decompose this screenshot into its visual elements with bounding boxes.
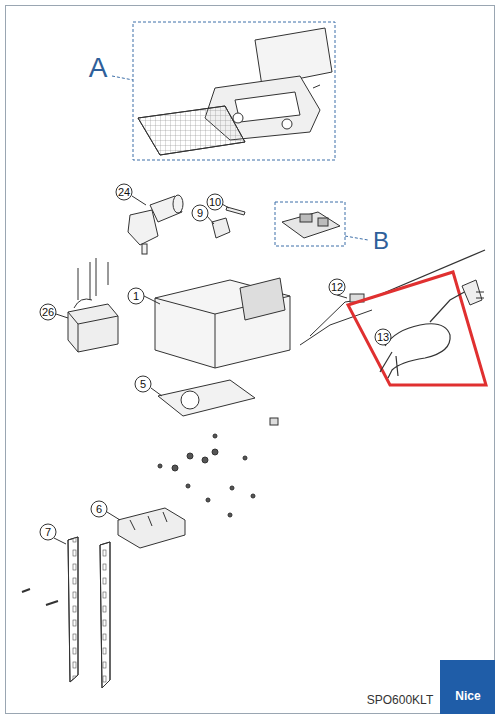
callout-circle <box>192 205 208 221</box>
callout-number: 12 <box>331 282 343 293</box>
motor <box>128 195 183 254</box>
transformer <box>56 299 118 352</box>
callout-number: 10 <box>209 197 221 208</box>
callout-circle <box>329 279 345 295</box>
highlight-box <box>348 272 486 385</box>
callout-number: 13 <box>377 332 389 343</box>
callout-number: 7 <box>45 527 51 538</box>
callout-circle <box>40 304 56 320</box>
base-plate <box>151 380 278 517</box>
callout-circle <box>116 184 132 200</box>
callout-number: 9 <box>197 208 203 219</box>
hanging-straps <box>22 537 110 688</box>
cover-group <box>112 22 335 160</box>
cables <box>300 250 486 385</box>
bracket <box>107 508 185 548</box>
callout-number: 6 <box>96 504 102 515</box>
control-board <box>275 202 368 246</box>
brand-logo: Nice <box>455 690 480 702</box>
callout-number: 26 <box>42 307 54 318</box>
callout-circle <box>135 376 151 392</box>
logo-block <box>440 660 495 714</box>
model-code: SPO600KLT <box>367 694 433 706</box>
callout-number: 5 <box>140 379 146 390</box>
callout-number: 24 <box>118 187 130 198</box>
callout-circle <box>207 194 223 210</box>
group-letter: B <box>373 229 389 253</box>
callout-circle <box>40 524 56 540</box>
callout-circle <box>375 329 391 345</box>
callout-circle <box>128 288 144 304</box>
frame <box>6 6 495 714</box>
group-letter: A <box>89 54 108 82</box>
callout-circle <box>91 501 107 517</box>
callout-number: 1 <box>133 291 139 302</box>
